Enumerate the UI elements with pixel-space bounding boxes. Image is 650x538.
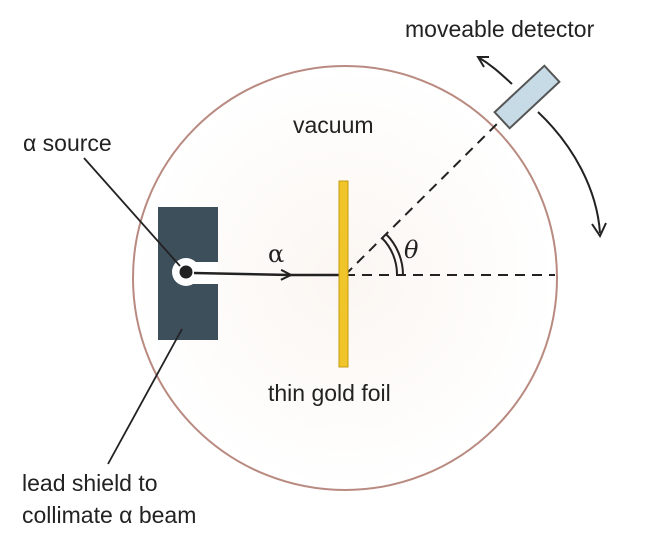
- vacuum-label: vacuum: [293, 112, 374, 138]
- shield-leader-line: [107, 328, 183, 465]
- moveable-detector: [493, 64, 561, 130]
- angle-arc-outer: [385, 233, 404, 276]
- angle-arc-inner: [381, 237, 399, 276]
- alpha-source: [179, 265, 193, 279]
- detector-motion-arrow-up-head: [476, 56, 489, 68]
- detector-dashed-line: [344, 102, 519, 276]
- detector-motion-arrow-up: [477, 56, 513, 85]
- theta-angle-label: θ: [404, 236, 419, 264]
- detector-label: moveable detector: [405, 16, 595, 42]
- detector-motion-arrow-down-head: [591, 222, 607, 239]
- detector-motion-arrow-down: [537, 111, 601, 234]
- shield-label-line1: lead shield to: [22, 470, 158, 496]
- source-label: α source: [23, 130, 112, 156]
- gold-foil: [338, 180, 349, 368]
- alpha-beam-label: α: [268, 240, 284, 268]
- alpha-beam: [193, 273, 290, 275]
- gold-foil-label: thin gold foil: [268, 380, 391, 406]
- source-leader-line: [83, 157, 181, 267]
- shield-label-line2: collimate α beam: [22, 502, 196, 528]
